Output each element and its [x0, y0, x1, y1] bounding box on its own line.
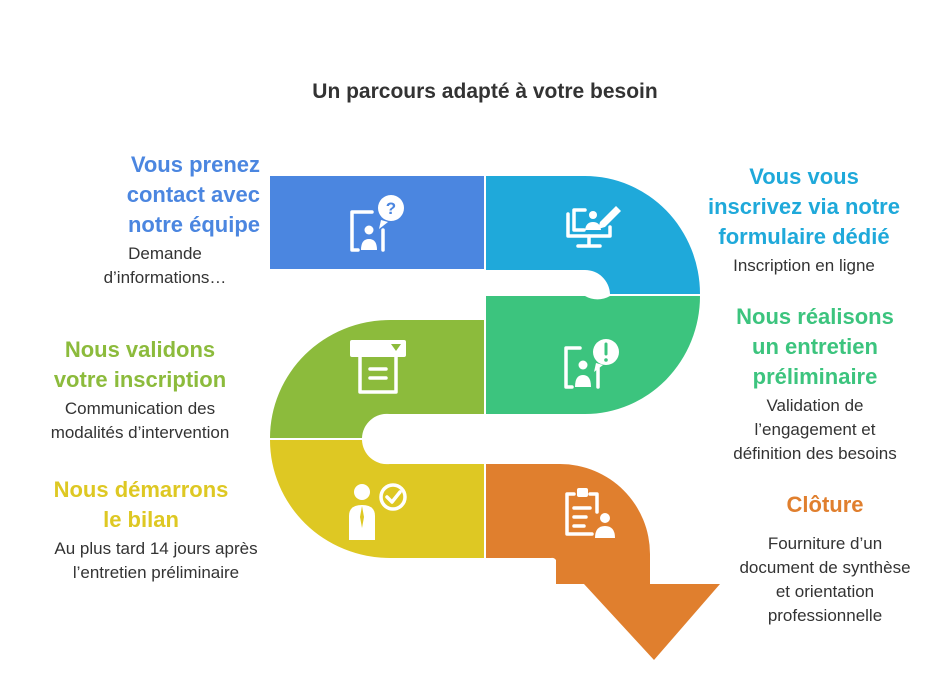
step-start: Nous démarrons le bilan Au plus tard 14 … — [20, 475, 292, 585]
step-contact-heading: Vous prenez contact avec notre équipe — [126, 152, 260, 237]
step-registration-description: Inscription en ligne — [733, 256, 875, 275]
segment-start — [270, 440, 484, 558]
clipboard-person-icon — [565, 488, 615, 538]
step-validation-heading: Nous validons votre inscription — [53, 337, 227, 392]
step-interview: Nous réalisons un entretien préliminaire… — [700, 302, 930, 466]
step-registration: Vous vous inscrivez via notre formulaire… — [690, 162, 918, 278]
step-contact: Vous prenez contact avec notre équipe De… — [40, 150, 260, 290]
step-closure-heading: Clôture — [786, 492, 864, 517]
interview-alert-icon — [564, 339, 619, 389]
step-interview-description: Validation de l’engagement et définition… — [733, 396, 897, 463]
step-registration-heading: Vous vous inscrivez via notre formulaire… — [708, 164, 900, 249]
segment-interview — [486, 296, 700, 414]
person-check-icon — [349, 483, 407, 540]
contact-question-icon: ? — [350, 195, 404, 252]
step-closure-description: Fourniture d’un document de synthèse et … — [739, 534, 911, 625]
step-contact-description: Demande d’informations… — [103, 244, 227, 287]
step-start-heading: Nous démarrons le bilan — [53, 477, 229, 532]
online-form-icon — [566, 206, 621, 248]
segment-contact — [270, 176, 484, 269]
step-interview-heading: Nous réalisons un entretien préliminaire — [736, 304, 894, 389]
step-validation: Nous validons votre inscription Communic… — [20, 335, 260, 445]
step-validation-description: Communication des modalités d’interventi… — [50, 399, 230, 442]
step-closure: Clôture Fourniture d’un document de synt… — [720, 490, 930, 628]
page-title: Un parcours adapté à votre besoin — [312, 80, 658, 103]
svg-text:?: ? — [386, 199, 396, 218]
segment-closure — [486, 464, 720, 660]
document-validation-icon — [350, 340, 406, 394]
step-start-description: Au plus tard 14 jours après l’entretien … — [54, 539, 258, 582]
